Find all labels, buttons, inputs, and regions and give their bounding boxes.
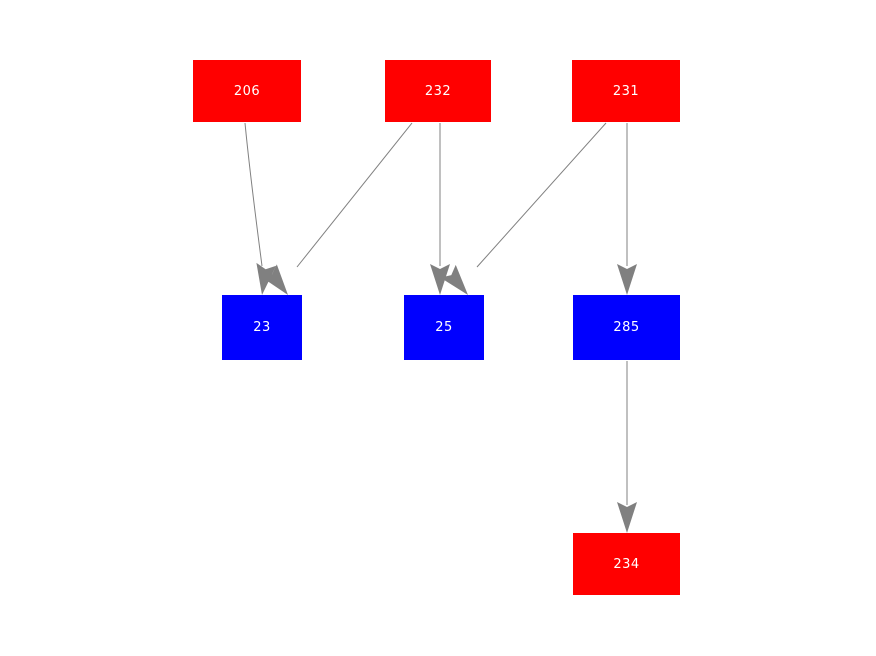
graph-node-label: 231 xyxy=(612,83,640,99)
edge-n206-to-n23 xyxy=(244,122,263,267)
graph-node-232[interactable]: 232 xyxy=(385,60,491,122)
graph-node-23[interactable]: 23 xyxy=(222,295,302,360)
graph-node-25[interactable]: 25 xyxy=(404,295,484,360)
graph-node-label: 232 xyxy=(424,83,452,99)
arrowhead-icon xyxy=(261,264,288,295)
graph-node-label: 206 xyxy=(233,83,261,99)
edge-n232-to-n23 xyxy=(296,122,413,268)
graph-node-206[interactable]: 206 xyxy=(193,60,301,122)
graph-node-234[interactable]: 234 xyxy=(573,533,680,595)
graph-node-label: 234 xyxy=(613,556,640,572)
graph-node-231[interactable]: 231 xyxy=(572,60,680,122)
graph-node-label: 25 xyxy=(435,320,453,335)
arrowhead-icon xyxy=(617,264,637,295)
graph-node-285[interactable]: 285 xyxy=(573,295,680,360)
edge-n231-to-n25 xyxy=(476,122,607,268)
graph-node-label: 285 xyxy=(613,320,640,335)
arrowhead-icon xyxy=(440,264,468,295)
arrowhead-icon xyxy=(430,264,450,295)
graph-node-label: 23 xyxy=(253,320,271,335)
arrowhead-icon xyxy=(617,502,637,533)
